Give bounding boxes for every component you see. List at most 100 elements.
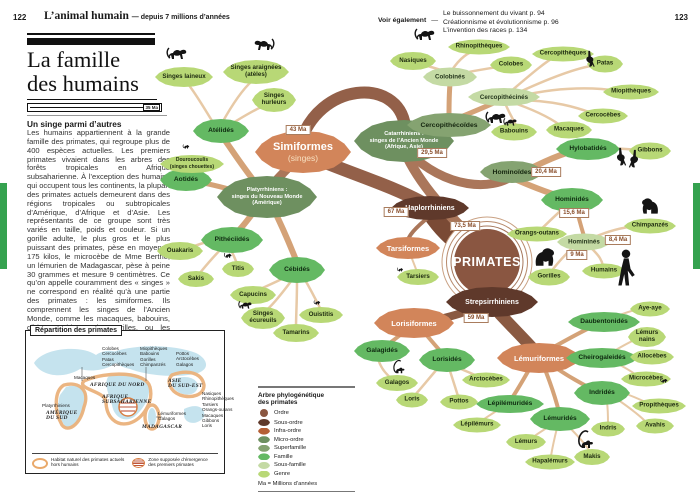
map-label: Lémuriformes Galagos [158,411,187,422]
tree-node-nasiques: Nasiques [390,52,436,70]
tree-node-aye-aye: Aye-aye [630,301,670,317]
tree-branch [220,79,254,125]
tree-node-miopitheques: Miopithèques [603,84,659,100]
world-map [34,346,207,431]
tree-node-colobes: Colobes [490,56,532,74]
tree-node-singes-araignees: Singes araignées (atèles) [223,60,289,84]
tree-node-tamarins: Tamarins [273,324,319,342]
tree-node-primates: PRIMATES [453,229,520,295]
map-legend: Habitat naturel des primates actuels hor… [32,453,218,469]
tree-node-singes-hurleurs: Singes hurleurs [252,88,296,112]
age-badge: 8,4 Ma [604,235,632,245]
small-primate-icon [313,300,321,305]
tree-node-ouakaris: Ouakaris [157,242,203,260]
tree-node-gorilles: Gorilles [528,268,570,286]
tree-node-loris: Loris [396,392,428,408]
tree-node-hapalemurs: Hapalémurs [525,454,575,470]
habitat-ellipse-icon [32,458,48,469]
map-label: AMÉRIQUE DU SUD [46,410,78,422]
small-primate-icon [223,252,232,259]
tree-node-lemurides: Lémuridés [530,407,590,431]
lemur-icon [393,359,406,374]
map-label: Platyrrhiniens [42,403,70,408]
see-also-block: Voir également — Le buissonnement du viv… [378,10,559,36]
legend-label: Micro-ordre [274,436,304,443]
tree-node-indris: Indris [591,421,625,437]
tree-node-sakis: Sakis [178,271,214,287]
chapter-subtitle: — depuis 7 millions d’années [131,14,230,21]
tree-node-orangs-outans: Orangs-outans [507,226,567,242]
tree-node-pottos: Pottos [440,394,478,410]
tree-legend-title: Arbre phylogénétique des primates [258,392,325,407]
map-label: AFRIQUE DU NORD [90,382,145,388]
tree-node-chimpanzes: Chimpanzés [624,218,676,234]
tree-node-strepsirrhiniens: Strepsirrhiniens [446,287,538,317]
legend-shape-micro_ordre [258,436,270,444]
tree-node-lemurs-nains: Lémurs nains [628,327,666,347]
tree-node-hylobatides: Hylobatidés [556,138,620,160]
see-also-item: Créationnisme et évolutionnisme p. 96 [443,18,559,26]
tree-node-simiformes: Simiformes(singes) [255,131,351,173]
tree-node-hominines: Homininés [557,233,611,251]
legend-label: Sous-famille [274,462,306,469]
tree-node-cebides: Cébidés [269,257,325,283]
monkey-icon [414,28,435,41]
map-label: Colobes Cercocèbes Patas Cercopithèques [102,346,135,368]
tree-node-cercocebes: Cercocèbes [578,108,628,124]
tree-node-ouistitis: Ouistitis [299,307,343,323]
legend-label: Superfamille [274,445,307,452]
map-label: Miopithèques Babouins Gorilles Chimpanzé… [140,346,168,368]
legend-label: Ordre [274,410,289,417]
tree-branch [446,81,453,120]
tree-node-gibbons: Gibbons [629,142,671,160]
tree-node-cercopithecoides: Cercopithécoïdes [407,113,491,137]
tree-node-allocebes: Allocèbes [630,349,674,365]
tree-node-lemurs: Lémurs [506,434,546,450]
map-label: Nasiques Rhinopithèques Tarsiers Orangs-… [202,391,234,429]
legend-label: Sous-ordre [274,419,303,426]
tree-node-cheirogaleides: Cheirogaleidés [566,348,638,368]
tree-node-titis: Titis [222,261,254,277]
tree-branch [510,366,532,400]
tree-branch [544,370,561,414]
monkey-icon [503,117,517,127]
tree-legend-footnote: Ma = Millions d’années [258,480,318,487]
tree-branch [294,86,411,150]
tree-node-douroucoulis: Douroucoulis (singes chouettes) [160,155,224,173]
map-label: MADAGASCAR [142,424,183,430]
map-legend-text: Habitat naturel des primates actuels hor… [51,457,125,468]
hanging-gibbon-icon [628,149,639,168]
tree-node-singes-laineux: Singes laineux [155,67,213,87]
tree-node-macaques: Macaques [546,121,592,139]
age-badge: 67 Ma [383,207,409,217]
tree-node-pitheciides: Pithéciidés [201,227,263,253]
legend-label: Famille [274,453,293,460]
monkey-icon [166,47,187,60]
tree-branch [606,401,609,424]
hanging-gibbon-icon [585,50,595,68]
tree-node-daubentonides: Daubentonidés [568,312,640,332]
age-badge: 15,6 Ma [559,208,589,218]
tree-node-singes-ecureuils: Singes écureuils [241,307,285,329]
legend-label: Infra-ordre [274,428,302,435]
age-badge: 20,4 Ma [531,167,561,177]
tree-node-lorisides: Lorisidés [419,348,475,372]
tree-node-makis: Makis [574,449,610,465]
gorilla-icon [642,198,658,214]
map-label: Pottos Arctocèbes Galagos [176,351,199,367]
legend-shape-famille [258,453,270,461]
tree-node-tarsiformes: Tarsiformes [376,237,440,259]
map-label: Macaques [74,375,96,380]
article-title: La famille des humains [27,47,139,96]
small-primate-icon [660,377,668,383]
title-rules [27,33,155,45]
small-primate-icon [182,144,190,149]
right-page-number: 123 [674,13,688,22]
tree-node-humains: Humains [582,263,626,279]
tree-node-tarsiers: Tarsiers [397,269,439,285]
legend-shape-infra_ordre [258,427,270,435]
page-header: 122 L’animal humain — depuis 7 millions … [0,10,700,40]
tree-node-avahis: Avahis [636,418,674,434]
see-also-item: Le buissonnement du vivant p. 94 [443,10,545,17]
